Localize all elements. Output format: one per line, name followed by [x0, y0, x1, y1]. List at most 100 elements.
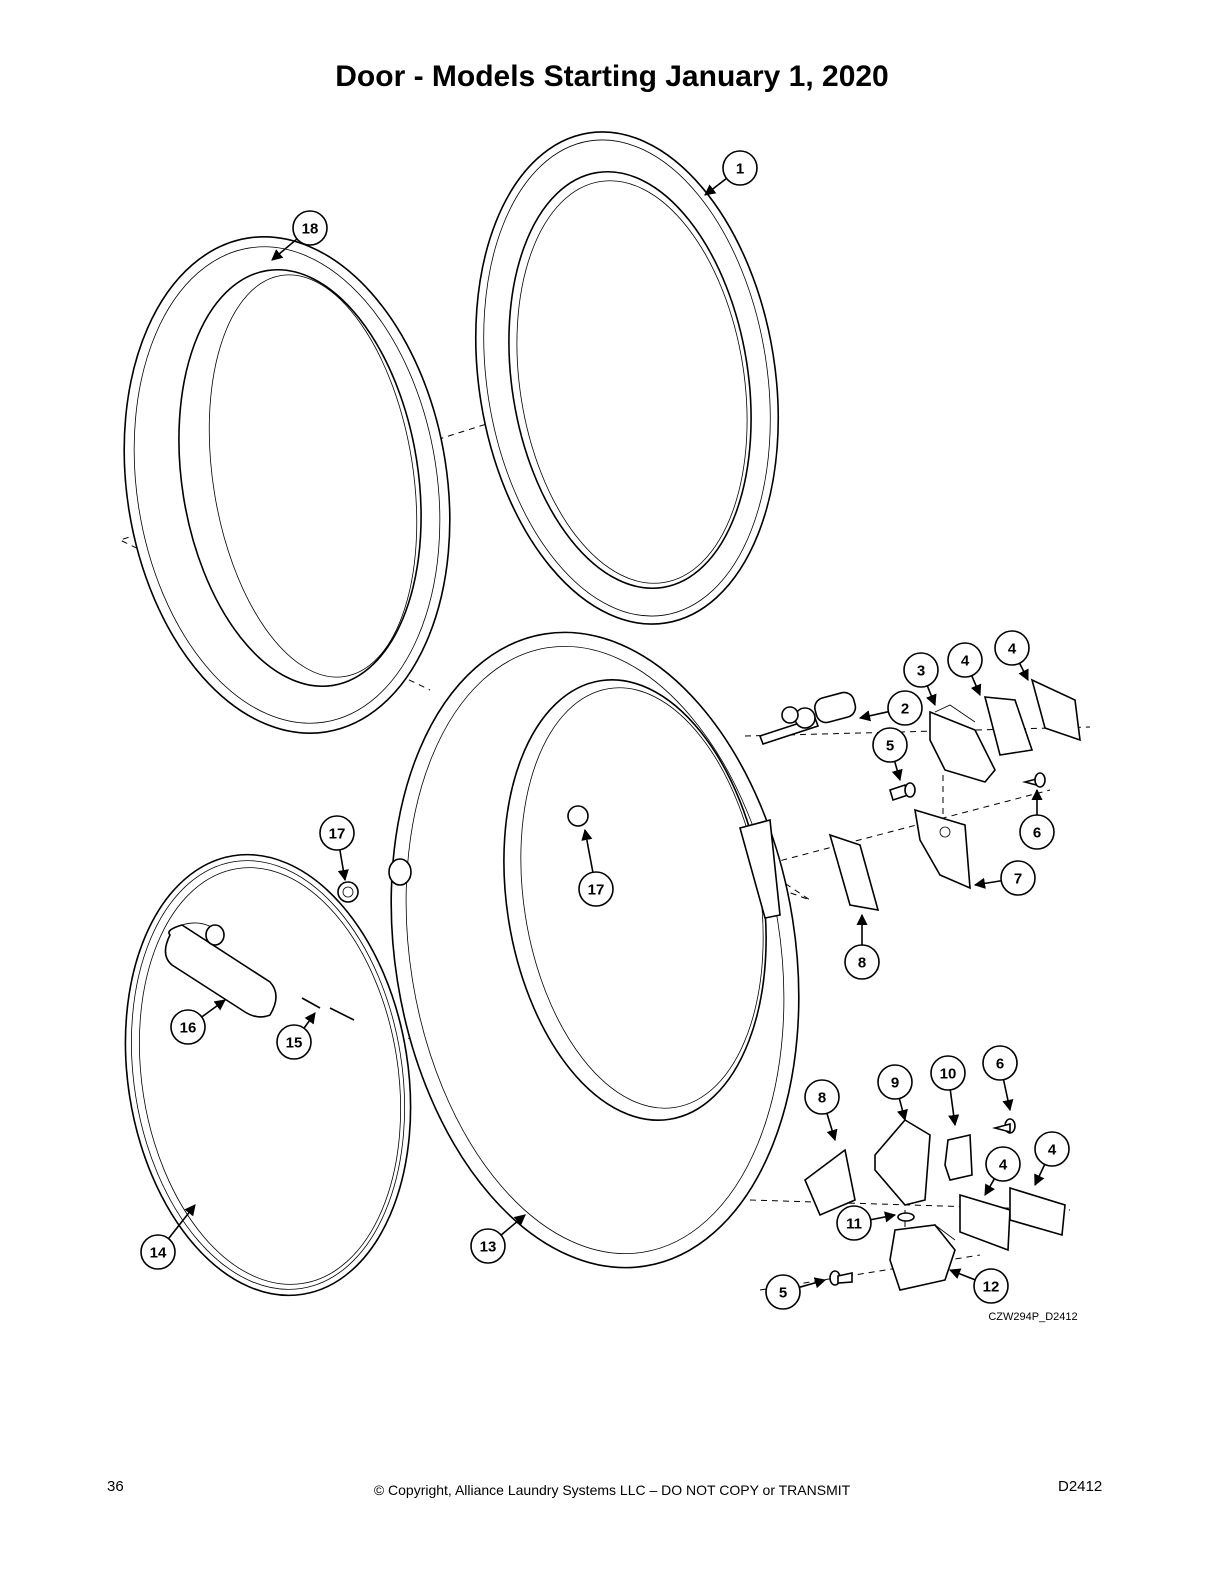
callout-leader — [201, 999, 226, 1018]
callout-leader — [1002, 1079, 1014, 1112]
callout-11: 11 — [836, 1205, 897, 1241]
callout-circle — [985, 1146, 1021, 1182]
callout-4: 4 — [947, 642, 983, 697]
part-6-screw-upper — [1021, 772, 1046, 788]
callout-leader — [799, 1277, 827, 1289]
callout-6: 6 — [1019, 788, 1055, 850]
callout-circle — [877, 1064, 913, 1100]
callout-circle — [930, 1055, 966, 1091]
callout-leader — [826, 1113, 838, 1142]
callout-5: 5 — [765, 1274, 827, 1310]
part-8-plate-lower — [804, 1148, 856, 1217]
part-2-hinge-pin — [758, 691, 857, 745]
page-number: 36 — [107, 1478, 124, 1495]
callout-circle — [578, 871, 614, 907]
callout-leader — [500, 1214, 526, 1236]
callout-circle — [982, 1045, 1018, 1081]
part-12-lower-hinge — [889, 1224, 956, 1291]
callout-circle — [470, 1228, 506, 1264]
callout-circle — [140, 1234, 176, 1270]
part-3-upper-hinge-cover — [929, 704, 996, 783]
callout-circle — [973, 1268, 1009, 1304]
callout-leader — [337, 849, 349, 882]
callout-15: 15 — [276, 1012, 316, 1060]
callout-label: 4 — [1008, 641, 1017, 658]
callout-leader — [926, 685, 937, 707]
callout-8: 8 — [804, 1079, 840, 1142]
callout-label: 17 — [588, 882, 605, 899]
callout-leader — [167, 1204, 196, 1240]
callout-4: 4 — [984, 1146, 1021, 1196]
part-15-pins — [301, 997, 355, 1021]
callout-circle — [319, 815, 355, 851]
callout-14: 14 — [140, 1204, 196, 1270]
part-4-shims-upper — [983, 678, 1081, 756]
part-18-inner-door-shell — [123, 236, 451, 734]
callout-leader — [858, 710, 889, 722]
callout-label: 10 — [940, 1066, 957, 1083]
callout-label: 12 — [983, 1279, 1000, 1296]
callout-label: 1 — [736, 161, 744, 178]
callout-leader — [303, 1012, 316, 1029]
callout-label: 9 — [891, 1075, 899, 1092]
callout-label: 6 — [1033, 825, 1041, 842]
callout-17: 17 — [578, 828, 614, 907]
callout-17: 17 — [319, 815, 355, 882]
callout-circle — [836, 1205, 872, 1241]
callout-circle — [947, 642, 983, 678]
part-4-shims-lower — [959, 1186, 1066, 1252]
part-17-bushings — [337, 881, 359, 903]
callout-label: 3 — [917, 663, 925, 680]
callout-leader — [970, 675, 982, 697]
callout-circle — [170, 1009, 206, 1045]
callout-label: 2 — [901, 701, 909, 718]
callout-8: 8 — [844, 913, 880, 980]
callout-2: 2 — [858, 690, 923, 726]
part-16-handle — [164, 922, 277, 1018]
callout-label: 8 — [818, 1090, 826, 1107]
callout-13: 13 — [470, 1214, 526, 1264]
callout-1: 1 — [704, 150, 758, 196]
callout-4: 4 — [994, 630, 1030, 682]
callout-circle — [1000, 860, 1036, 896]
callout-circle — [804, 1079, 840, 1115]
callout-circle — [994, 630, 1030, 666]
callout-9: 9 — [877, 1064, 913, 1122]
part-5-screw-lower — [829, 1270, 853, 1286]
part-6-screw-lower — [991, 1118, 1016, 1134]
callout-leader — [1018, 662, 1029, 682]
callout-circle — [722, 150, 758, 186]
callout-label: 4 — [1048, 1142, 1057, 1159]
callout-leader — [1034, 1164, 1046, 1187]
callout-circle — [872, 727, 908, 763]
callout-leader — [870, 1211, 897, 1223]
copyright-notice: © Copyright, Alliance Laundry Systems LL… — [373, 1482, 851, 1498]
callout-5: 5 — [872, 727, 908, 782]
callout-circle — [1019, 814, 1055, 850]
callout-circle — [292, 210, 328, 246]
part-7-hinge-bracket — [913, 808, 971, 890]
callout-circle — [844, 944, 880, 980]
callout-label: 16 — [180, 1020, 197, 1037]
callout-3: 3 — [903, 652, 939, 707]
callout-6: 6 — [982, 1045, 1018, 1112]
callout-leader — [948, 1268, 976, 1281]
callout-leader — [891, 761, 903, 782]
part-13-door-frame — [388, 631, 800, 1269]
callout-leader — [984, 1178, 996, 1196]
callout-label: 11 — [846, 1216, 862, 1233]
page-title: Door - Models Starting January 1, 2020 — [335, 60, 889, 93]
callout-12: 12 — [948, 1268, 1009, 1304]
callout-label: 15 — [286, 1035, 303, 1052]
callout-label: 4 — [999, 1157, 1008, 1174]
callout-label: 7 — [1014, 871, 1022, 888]
callout-leader — [704, 177, 728, 196]
drawing-reference: CZW294P_D2412 — [988, 1311, 1077, 1323]
callout-7: 7 — [973, 860, 1036, 896]
callout-circle — [887, 690, 923, 726]
callout-circle — [276, 1024, 312, 1060]
part-9-hinge-block — [874, 1118, 931, 1206]
callout-leader — [581, 828, 594, 873]
callout-label: 13 — [480, 1239, 497, 1256]
